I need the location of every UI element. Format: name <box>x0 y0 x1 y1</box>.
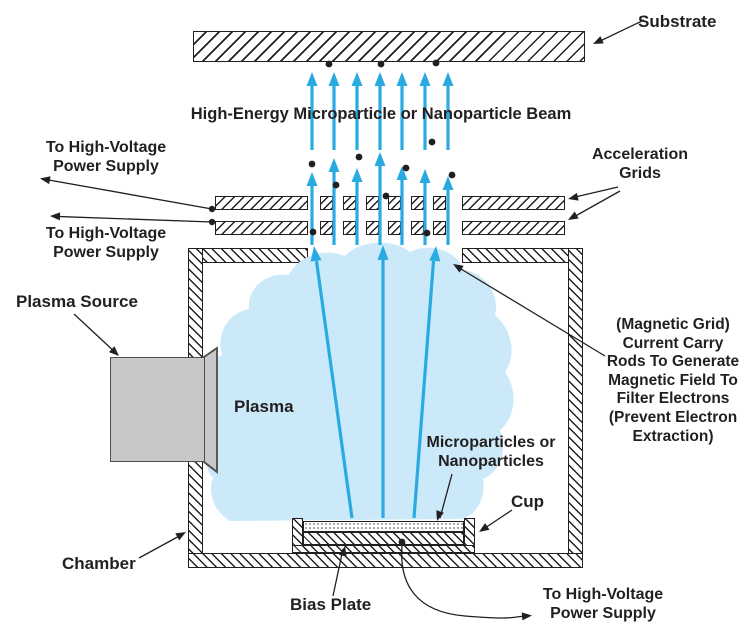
leader-plasma-source <box>73 313 119 356</box>
particle-dot <box>377 60 385 68</box>
acceleration-grid-upper-right <box>462 196 565 210</box>
microparticle-layer <box>303 521 464 532</box>
particle-dot <box>448 171 456 179</box>
leader-bias-plate <box>332 546 347 597</box>
cup-bottom <box>292 545 475 553</box>
hv-supply-bottom-right-label: To High-Voltage Power Supply <box>542 586 664 622</box>
chamber-wall-bottom <box>188 553 583 568</box>
beam-label: High-Energy Microparticle or Nanoparticl… <box>190 105 572 123</box>
chamber-wall-top-left <box>188 248 308 263</box>
particle-dot <box>355 153 363 161</box>
leader-acceleration-grid-2 <box>568 190 621 220</box>
beam-arrows-grid <box>306 152 454 245</box>
leader-magnetic-grid <box>453 264 606 357</box>
grid-cell <box>433 196 446 210</box>
particle-dot <box>308 160 316 168</box>
plasma-source-box <box>110 357 205 462</box>
particle-dot <box>332 181 340 189</box>
particle-dot <box>423 229 431 237</box>
particle-dots <box>308 59 456 237</box>
leader-hv-bottom-right <box>398 538 532 621</box>
grid-cell <box>388 221 401 235</box>
chamber-wall-right <box>568 248 583 568</box>
plasma-label: Plasma <box>234 397 294 416</box>
particle-dot <box>309 228 317 236</box>
hv-supply-upper-left-label: To High-Voltage Power Supply <box>45 139 167 175</box>
microparticles-label: Microparticles or Nanoparticles <box>426 434 556 470</box>
magnetic-grid-note-label: (Magnetic Grid) Current Carry Rods To Ge… <box>606 316 740 445</box>
particle-dot <box>382 192 390 200</box>
particle-dot <box>325 60 333 68</box>
leader-microparticles <box>436 473 453 521</box>
acceleration-grid-lower-left <box>215 221 308 235</box>
grid-cell <box>320 196 333 210</box>
bias-plate-label: Bias Plate <box>290 595 372 614</box>
leader-hv-lower-left <box>50 212 216 226</box>
acceleration-grid-upper-left <box>215 196 308 210</box>
leader-acceleration-grid-1 <box>568 186 619 201</box>
cup-label: Cup <box>511 492 545 511</box>
acceleration-grid-lower-right <box>462 221 565 235</box>
acceleration-grids-label: Acceleration Grids <box>591 146 689 182</box>
grid-cell <box>343 196 356 210</box>
chamber-wall-top-right <box>462 248 583 263</box>
leader-cup <box>479 509 513 532</box>
particle-dot <box>428 138 436 146</box>
leader-arrows <box>40 19 645 621</box>
bias-plate-bar <box>303 532 464 545</box>
grid-cell <box>433 221 446 235</box>
leader-hv-upper-left <box>40 176 216 213</box>
leader-chamber <box>138 532 186 559</box>
substrate-bar <box>193 31 585 62</box>
grid-cell <box>411 196 424 210</box>
beam-arrows-plasma <box>310 245 441 519</box>
grid-cell <box>388 196 401 210</box>
particle-dot <box>402 164 410 172</box>
leader-substrate <box>593 19 645 44</box>
plasma-cloud <box>204 242 514 521</box>
plasma-source-label: Plasma Source <box>16 292 138 311</box>
particle-dot <box>432 59 440 67</box>
substrate-label: Substrate <box>638 12 717 31</box>
beam-arrows-upper <box>306 72 454 150</box>
hv-supply-lower-left-label: To High-Voltage Power Supply <box>45 225 167 261</box>
chamber-label: Chamber <box>62 554 136 573</box>
